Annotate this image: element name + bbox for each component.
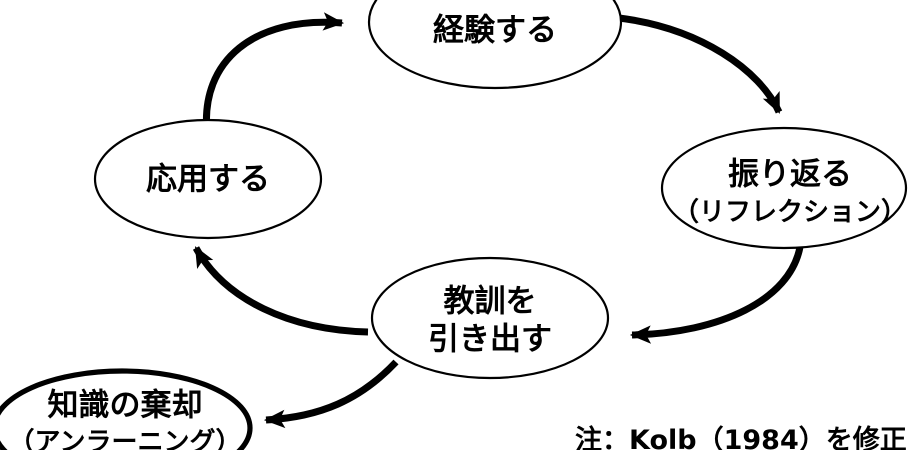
- arrow-group: [192, 12, 804, 429]
- node-reflect-sublabel: （リフレクション）: [673, 198, 907, 228]
- node-experience-label: 経験する: [433, 13, 557, 49]
- node-unlearning-label: 知識の棄却: [48, 388, 203, 424]
- arrow-draw-lessons-to-apply: [192, 246, 369, 336]
- node-draw-lessons-shape: [370, 256, 610, 380]
- node-apply-label: 応用する: [146, 162, 270, 198]
- arrow-draw-lessons-to-unlearning: [263, 359, 399, 429]
- arrow-experience-to-reflect: [618, 14, 783, 114]
- node-reflect-shape: [660, 126, 908, 250]
- footnote-source: 注：Kolb（1984）を修正: [575, 424, 907, 450]
- node-reflect[interactable]: 振り返る （リフレクション）: [660, 126, 908, 250]
- node-apply[interactable]: 応用する: [93, 118, 323, 240]
- arrow-reflect-to-draw-lessons: [629, 246, 804, 344]
- node-unlearning[interactable]: 知識の棄却 （アンラーニング）: [0, 368, 253, 450]
- node-experience[interactable]: 経験する: [367, 0, 623, 90]
- node-unlearning-shape: [0, 368, 253, 450]
- node-draw-lessons[interactable]: 教訓を 引き出す: [370, 256, 610, 380]
- arrow-apply-to-experience: [202, 12, 345, 134]
- node-apply-shape: [93, 118, 323, 240]
- node-unlearning-sublabel: （アンラーニング）: [9, 428, 242, 450]
- node-draw-lessons-label: 教訓を: [444, 284, 537, 320]
- node-draw-lessons-sublabel: 引き出す: [428, 322, 552, 358]
- node-experience-shape: [367, 0, 623, 90]
- node-reflect-label: 振り返る: [728, 157, 852, 193]
